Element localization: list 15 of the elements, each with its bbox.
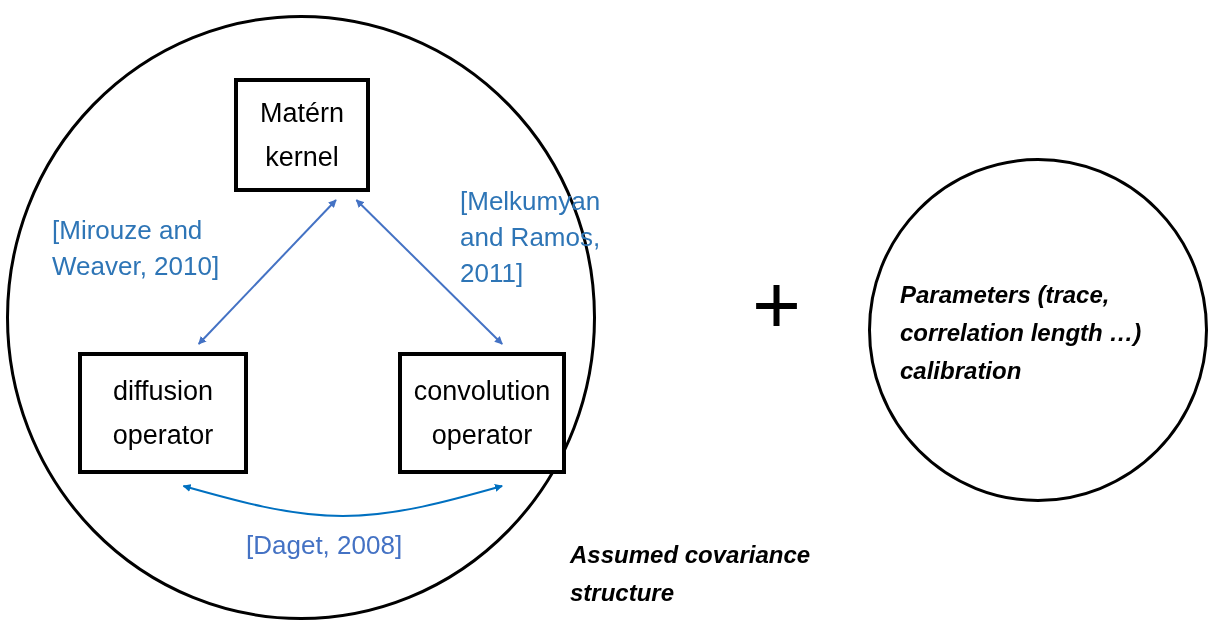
edge-label: [Mirouze and Weaver, 2010] — [52, 214, 221, 283]
double-arrow — [355, 199, 504, 345]
node-text: Parameters (trace, correlation length …) calibration — [900, 280, 1143, 386]
process-box — [398, 352, 566, 474]
process-box — [234, 78, 370, 192]
plus-sign: + — [752, 262, 802, 346]
double-arrow — [182, 484, 504, 517]
circle-node — [868, 158, 1208, 502]
edge-label: [Daget, 2008] — [246, 529, 404, 562]
node-text: convolution operator — [412, 375, 552, 452]
process-box — [78, 352, 248, 474]
caption-text: Assumed covariance structure — [570, 540, 812, 608]
node-text: Matérn kernel — [258, 97, 345, 174]
double-arrow — [197, 199, 337, 345]
node-text: diffusion operator — [111, 375, 215, 452]
